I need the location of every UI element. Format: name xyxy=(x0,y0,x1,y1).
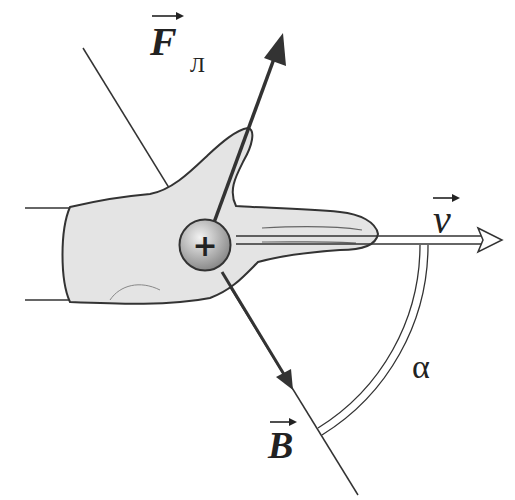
velocity-arrowhead xyxy=(478,228,502,252)
force-arrowhead xyxy=(264,33,286,66)
palm-line xyxy=(110,285,160,300)
velocity-arrow xyxy=(236,243,482,245)
velocity-symbol: v xyxy=(433,200,451,240)
finger-line xyxy=(262,227,362,230)
angle-arc xyxy=(322,245,428,435)
vector-mark xyxy=(289,418,297,426)
field-arrow xyxy=(222,272,285,376)
force-subscript: Л xyxy=(190,54,205,76)
angle-arc xyxy=(318,245,420,428)
charge-sign: + xyxy=(178,218,232,272)
charge-sign: + xyxy=(192,228,217,263)
field-symbol: B xyxy=(268,426,293,464)
field-arrowhead xyxy=(276,369,293,390)
force-symbol: F xyxy=(150,22,177,62)
hand xyxy=(63,128,379,304)
charge-circle: + xyxy=(178,218,232,272)
charge-outline xyxy=(180,220,231,271)
finger-line xyxy=(262,242,356,243)
angle-symbol: α xyxy=(412,350,430,384)
vector-mark xyxy=(452,194,460,202)
force-arrow xyxy=(212,56,275,228)
vector-mark xyxy=(176,12,184,20)
vector-mark xyxy=(152,15,180,17)
